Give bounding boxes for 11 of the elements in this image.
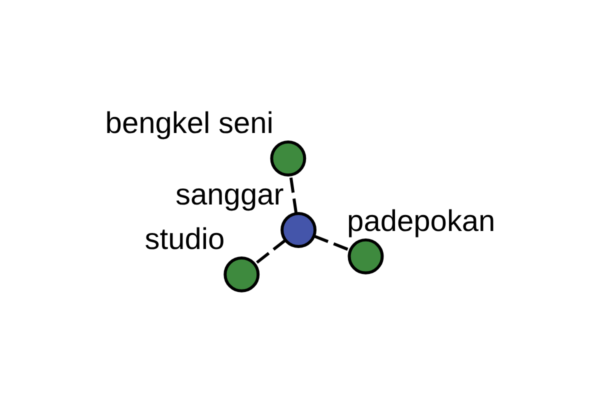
connector bbox=[254, 239, 286, 266]
node-circle bbox=[280, 212, 316, 248]
connector bbox=[289, 174, 298, 214]
node-label: sanggar bbox=[176, 178, 284, 212]
node-circle bbox=[270, 140, 306, 176]
node-label: bengkel seni bbox=[105, 107, 274, 140]
node-label: padepokan bbox=[347, 204, 496, 238]
node-label: studio bbox=[144, 222, 225, 256]
connector bbox=[314, 234, 351, 252]
node-circle bbox=[224, 256, 260, 292]
node-circle bbox=[348, 238, 384, 274]
